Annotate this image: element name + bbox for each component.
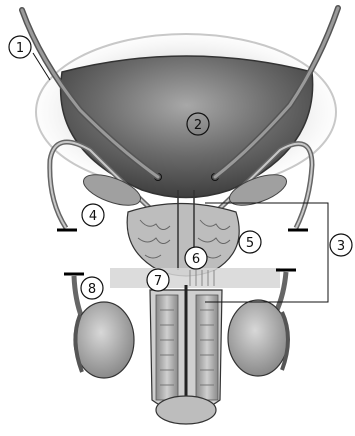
callout-label-6: 6 (192, 252, 200, 267)
corpus-right (196, 295, 218, 400)
glans (156, 396, 216, 424)
callout-label-8: 8 (88, 282, 96, 297)
callout-label-4: 4 (89, 209, 97, 224)
callout-5: 5 (239, 231, 261, 253)
callout-label-2: 2 (194, 118, 202, 133)
prostate (127, 204, 239, 277)
callout-6: 6 (185, 247, 207, 269)
lower-cord-left (74, 276, 82, 318)
callout-7: 7 (147, 269, 169, 291)
urogenital-diaphragm (110, 268, 280, 288)
testis-right (228, 300, 288, 376)
callout-label-7: 7 (154, 274, 162, 289)
callout-4: 4 (82, 204, 104, 226)
callout-1: 1 (9, 36, 31, 58)
corpus-left (156, 295, 178, 400)
callout-label-3: 3 (337, 239, 345, 254)
callout-3: 3 (330, 234, 352, 256)
callout-label-5: 5 (246, 236, 254, 251)
callout-label-1: 1 (16, 41, 24, 56)
callout-8: 8 (81, 277, 103, 299)
testis-left (74, 302, 134, 378)
